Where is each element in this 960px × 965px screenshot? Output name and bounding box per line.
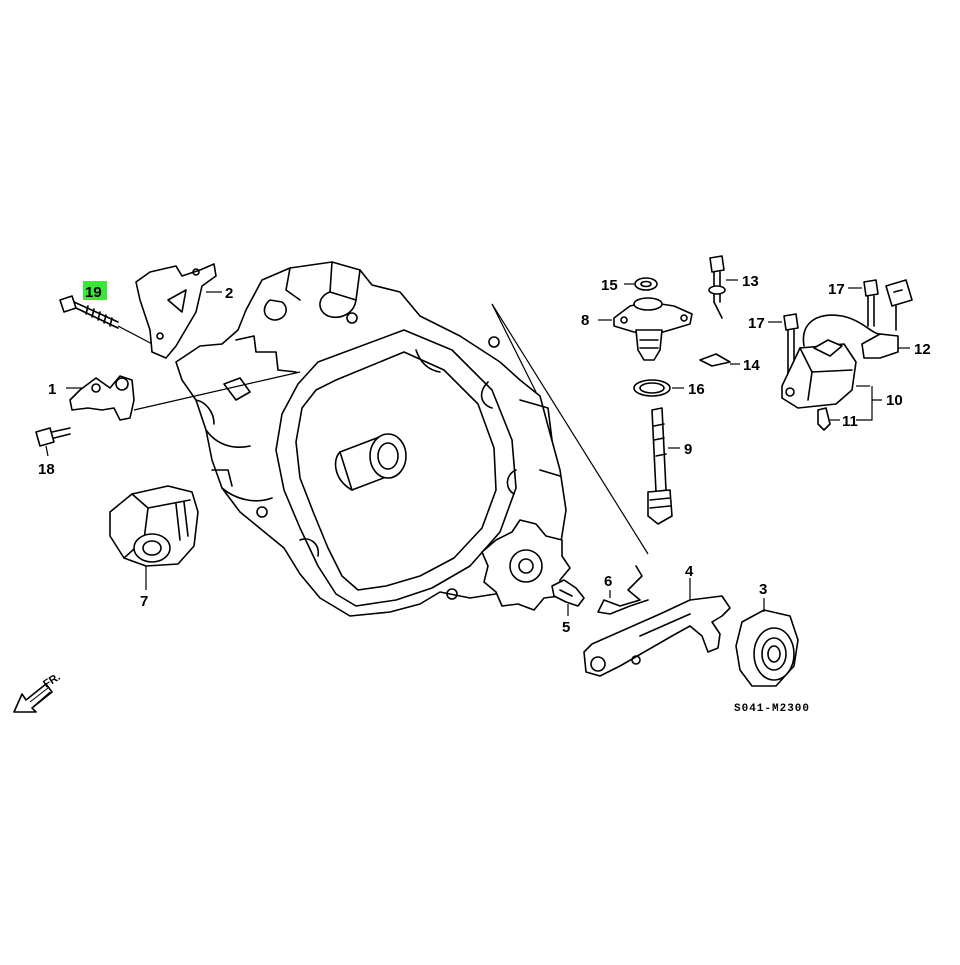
bracket-part-2 xyxy=(135,263,222,359)
callout-18[interactable]: 18 xyxy=(38,461,55,478)
bolt-part-17-b xyxy=(848,279,879,327)
callout-labels: 19 2 1 18 7 5 6 4 3 15 13 8 14 16 9 17 1… xyxy=(38,273,931,636)
drawing-code: S041-M2300 xyxy=(734,703,810,715)
sensor-part-8 xyxy=(598,297,693,361)
o-ring-part-16 xyxy=(633,379,684,397)
callout-11[interactable]: 11 xyxy=(842,413,858,430)
fork-part-4 xyxy=(583,578,731,677)
guide-line xyxy=(491,303,537,393)
callout-10[interactable]: 10 xyxy=(886,392,903,409)
bolt-part-13 xyxy=(708,255,738,319)
shaft-part-9 xyxy=(647,407,680,525)
bolt-part-18 xyxy=(35,427,71,457)
callout-bracket xyxy=(856,386,882,421)
mount-part-7 xyxy=(109,485,199,590)
callout-7[interactable]: 7 xyxy=(140,593,148,610)
callout-14[interactable]: 14 xyxy=(743,357,760,374)
connector-part-12 xyxy=(861,279,913,359)
arrow-left-icon xyxy=(13,683,53,713)
clip-part-14 xyxy=(699,353,740,367)
callout-1[interactable]: 1 xyxy=(48,381,56,398)
callout-19-highlight xyxy=(83,281,107,300)
callout-6[interactable]: 6 xyxy=(604,573,612,590)
release-bearing-part-3 xyxy=(735,598,799,687)
callout-12[interactable]: 12 xyxy=(914,341,931,358)
sensor-assembly-part-10 xyxy=(781,314,881,409)
callout-17-right[interactable]: 17 xyxy=(828,281,845,298)
clip-part-6 xyxy=(597,565,649,615)
callout-17-left[interactable]: 17 xyxy=(748,315,765,332)
callout-2[interactable]: 2 xyxy=(225,285,233,302)
bracket-part-1 xyxy=(66,371,301,421)
switch-part-5 xyxy=(551,579,585,616)
callout-5[interactable]: 5 xyxy=(562,619,570,636)
bolt-part-19 xyxy=(59,295,157,347)
callout-4[interactable]: 4 xyxy=(685,563,694,580)
pin-part-11 xyxy=(817,407,840,431)
guide-line xyxy=(491,303,649,555)
washer-part-15 xyxy=(624,277,658,291)
front-direction-arrow: FR. xyxy=(13,671,63,713)
transmission-housing xyxy=(175,261,571,617)
callout-3[interactable]: 3 xyxy=(759,581,767,598)
callout-15[interactable]: 15 xyxy=(601,277,618,294)
callout-16[interactable]: 16 xyxy=(688,381,705,398)
callout-8[interactable]: 8 xyxy=(581,312,589,329)
callout-19[interactable]: 19 xyxy=(85,284,102,301)
callout-9[interactable]: 9 xyxy=(684,441,692,458)
callout-13[interactable]: 13 xyxy=(742,273,759,290)
